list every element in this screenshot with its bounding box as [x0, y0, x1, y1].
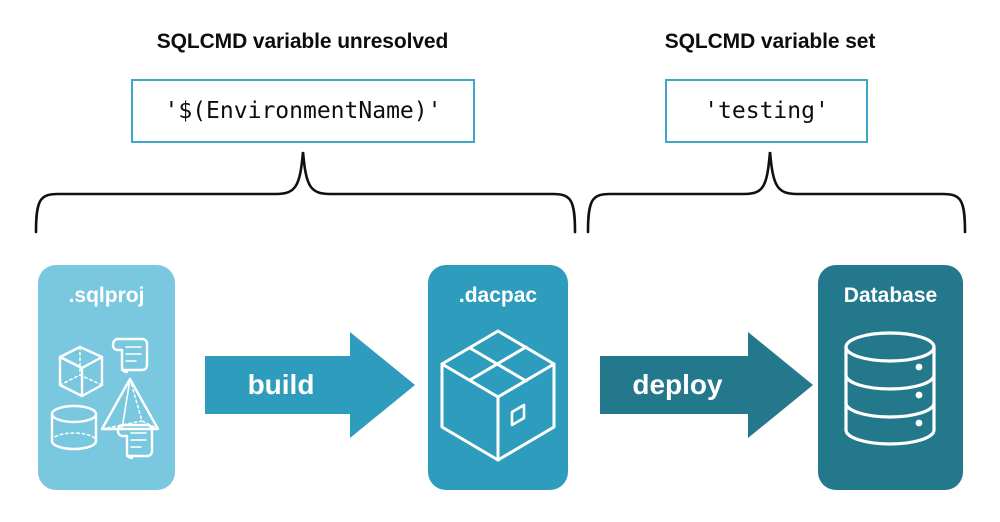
- code-box-testing: 'testing': [665, 79, 868, 143]
- pyramid-icon: [100, 377, 160, 431]
- arrow-deploy-shape: [600, 332, 813, 438]
- caption-sqlcmd-set: SQLCMD variable set: [664, 30, 876, 53]
- scroll-icon: [111, 337, 149, 374]
- arrow-deploy: deploy: [600, 332, 813, 438]
- stage-label-dacpac: .dacpac: [458, 284, 538, 307]
- stage-box-dacpac[interactable]: .dacpac: [428, 265, 568, 490]
- stage-label-database: Database: [843, 284, 938, 307]
- arrow-build: build: [205, 332, 415, 438]
- caption-sqlcmd-unresolved: SQLCMD variable unresolved: [156, 30, 449, 53]
- package-box-icon: [440, 329, 556, 462]
- cube-icon: [58, 345, 104, 398]
- arrow-build-shape: [205, 332, 415, 438]
- code-box-environment-name: '$(EnvironmentName)': [131, 79, 475, 143]
- brace-left: [34, 151, 577, 234]
- sqlproj-icon-cluster: [50, 337, 160, 460]
- stage-box-sqlproj[interactable]: .sqlproj: [38, 265, 175, 490]
- stage-label-sqlproj: .sqlproj: [68, 284, 145, 307]
- stage-box-database[interactable]: Database: [818, 265, 963, 490]
- scroll-icon: [116, 423, 154, 460]
- database-cylinder-icon: [844, 331, 936, 446]
- brace-right: [586, 151, 967, 234]
- cylinder-icon: [50, 404, 98, 451]
